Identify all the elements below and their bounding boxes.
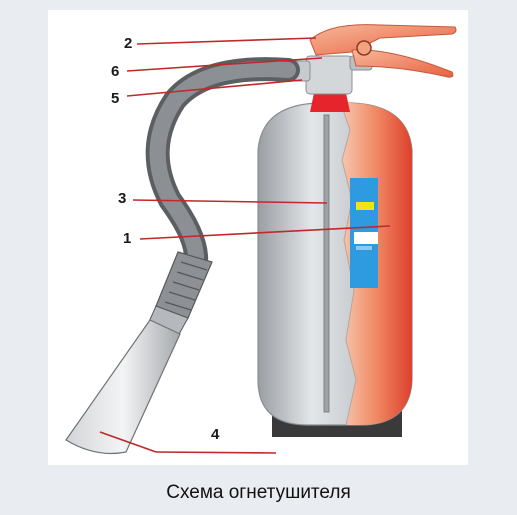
cylinder-neck: [310, 93, 350, 112]
hose-connector: [147, 251, 213, 337]
callout-2: 2: [124, 35, 133, 52]
leader-line-5: [126, 79, 303, 97]
callout-3: 3: [118, 190, 127, 207]
leader-line-4: [99, 431, 157, 453]
leader-line-3: [132, 199, 328, 204]
callout-1: 1: [123, 230, 132, 247]
leader-line-2: [136, 37, 317, 45]
callout-5: 5: [111, 90, 120, 107]
internal-insert: [350, 178, 378, 288]
siphon-tube: [323, 114, 330, 413]
callout-6: 6: [111, 63, 120, 80]
discharge-horn: [65, 319, 181, 455]
cylinder-body: [257, 94, 413, 426]
handle-lever: [309, 24, 457, 78]
leader-line-1: [139, 225, 391, 240]
callout-4: 4: [211, 426, 220, 443]
diagram-caption: Схема огнетушителя: [166, 482, 351, 503]
leader-line-6: [126, 57, 323, 72]
leader-lines: [99, 37, 391, 454]
